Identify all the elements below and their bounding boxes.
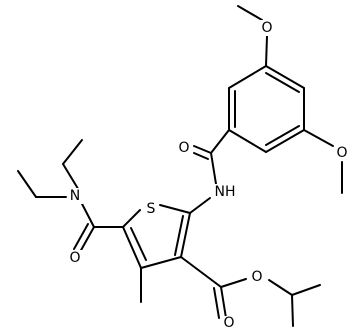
bond-thio-c4-c5	[122, 226, 142, 269]
bond-o-isopropyl	[268, 279, 293, 296]
atom-s-thiophene: S	[143, 201, 159, 217]
bond-n-ethyl2-b	[17, 170, 37, 198]
bond-thio-c2-c3-inner	[174, 215, 184, 256]
bond-amide-co-1	[79, 226, 95, 253]
bond-carbonyl-nh	[210, 152, 217, 185]
bond-ring-o-right	[303, 129, 334, 147]
bond-thio-c2-c3	[180, 212, 191, 258]
bond-ring-a1-inner	[265, 72, 300, 93]
bond-carbonyl-o-1	[193, 145, 212, 154]
atom-n-amide: NH	[212, 184, 238, 200]
atom-label-o-methoxy-right: O	[336, 145, 347, 161]
bond-o-top-ring	[265, 35, 268, 67]
atom-label-s-thiophene: S	[147, 201, 156, 217]
bond-c3-ester-carbon	[180, 256, 222, 288]
bond-ring-a6	[228, 65, 267, 89]
bond-amide-c-n	[79, 199, 95, 228]
bond-ring-a4	[228, 129, 267, 153]
bond-ring-a1	[265, 65, 305, 89]
atom-o-amide-carbonyl: O	[176, 140, 192, 156]
bond-isopropyl-me2	[291, 294, 294, 327]
atom-o-diethylamide-carbonyl: O	[67, 250, 83, 266]
atom-label-o-amide-carbonyl: O	[178, 140, 189, 156]
bond-methyl-o-top	[237, 5, 263, 21]
atom-label-n-diethylamide: N	[70, 188, 80, 204]
atom-o-ester-single: O	[249, 269, 265, 285]
atom-label-o-methoxy-top: O	[261, 20, 272, 36]
bond-isopropyl-me1	[291, 284, 321, 296]
atom-label-o-ester-single: O	[251, 269, 262, 285]
atom-o-methoxy-top: O	[259, 20, 275, 36]
atom-o-ester-carbonyl: O	[221, 315, 237, 332]
bond-ring-a3-inner	[265, 125, 300, 146]
atom-n-diethylamide: N	[67, 188, 83, 204]
bond-thio-s-c5	[122, 209, 141, 228]
bond-ring-carbonyl	[210, 129, 230, 154]
bond-ester-co-2	[213, 287, 220, 319]
bond-thio-c2-s	[159, 204, 191, 214]
bond-thio-c3-c4	[140, 256, 182, 269]
atom-labels: O O O NH S N O O	[67, 20, 350, 332]
bond-ring-a3	[265, 129, 305, 153]
bond-carbonyl-o-2	[193, 152, 209, 160]
atom-o-methoxy-right: O	[334, 145, 350, 161]
bond-amide-co-2	[73, 223, 89, 250]
bond-thio-c4-c5-inner	[130, 227, 147, 261]
bond-ester-co-1	[220, 286, 227, 319]
atom-label-o-diethylamide-carbonyl: O	[69, 250, 80, 266]
bond-nh-thiophene	[189, 197, 211, 214]
bonds	[17, 5, 343, 327]
bond-n-ethyl1-a	[62, 163, 81, 193]
atom-label-n-amide: NH	[215, 184, 236, 200]
bond-n-ethyl1-b	[62, 139, 83, 165]
atom-label-o-ester-carbonyl: O	[223, 315, 234, 331]
bond-ester-c-o	[220, 278, 247, 288]
